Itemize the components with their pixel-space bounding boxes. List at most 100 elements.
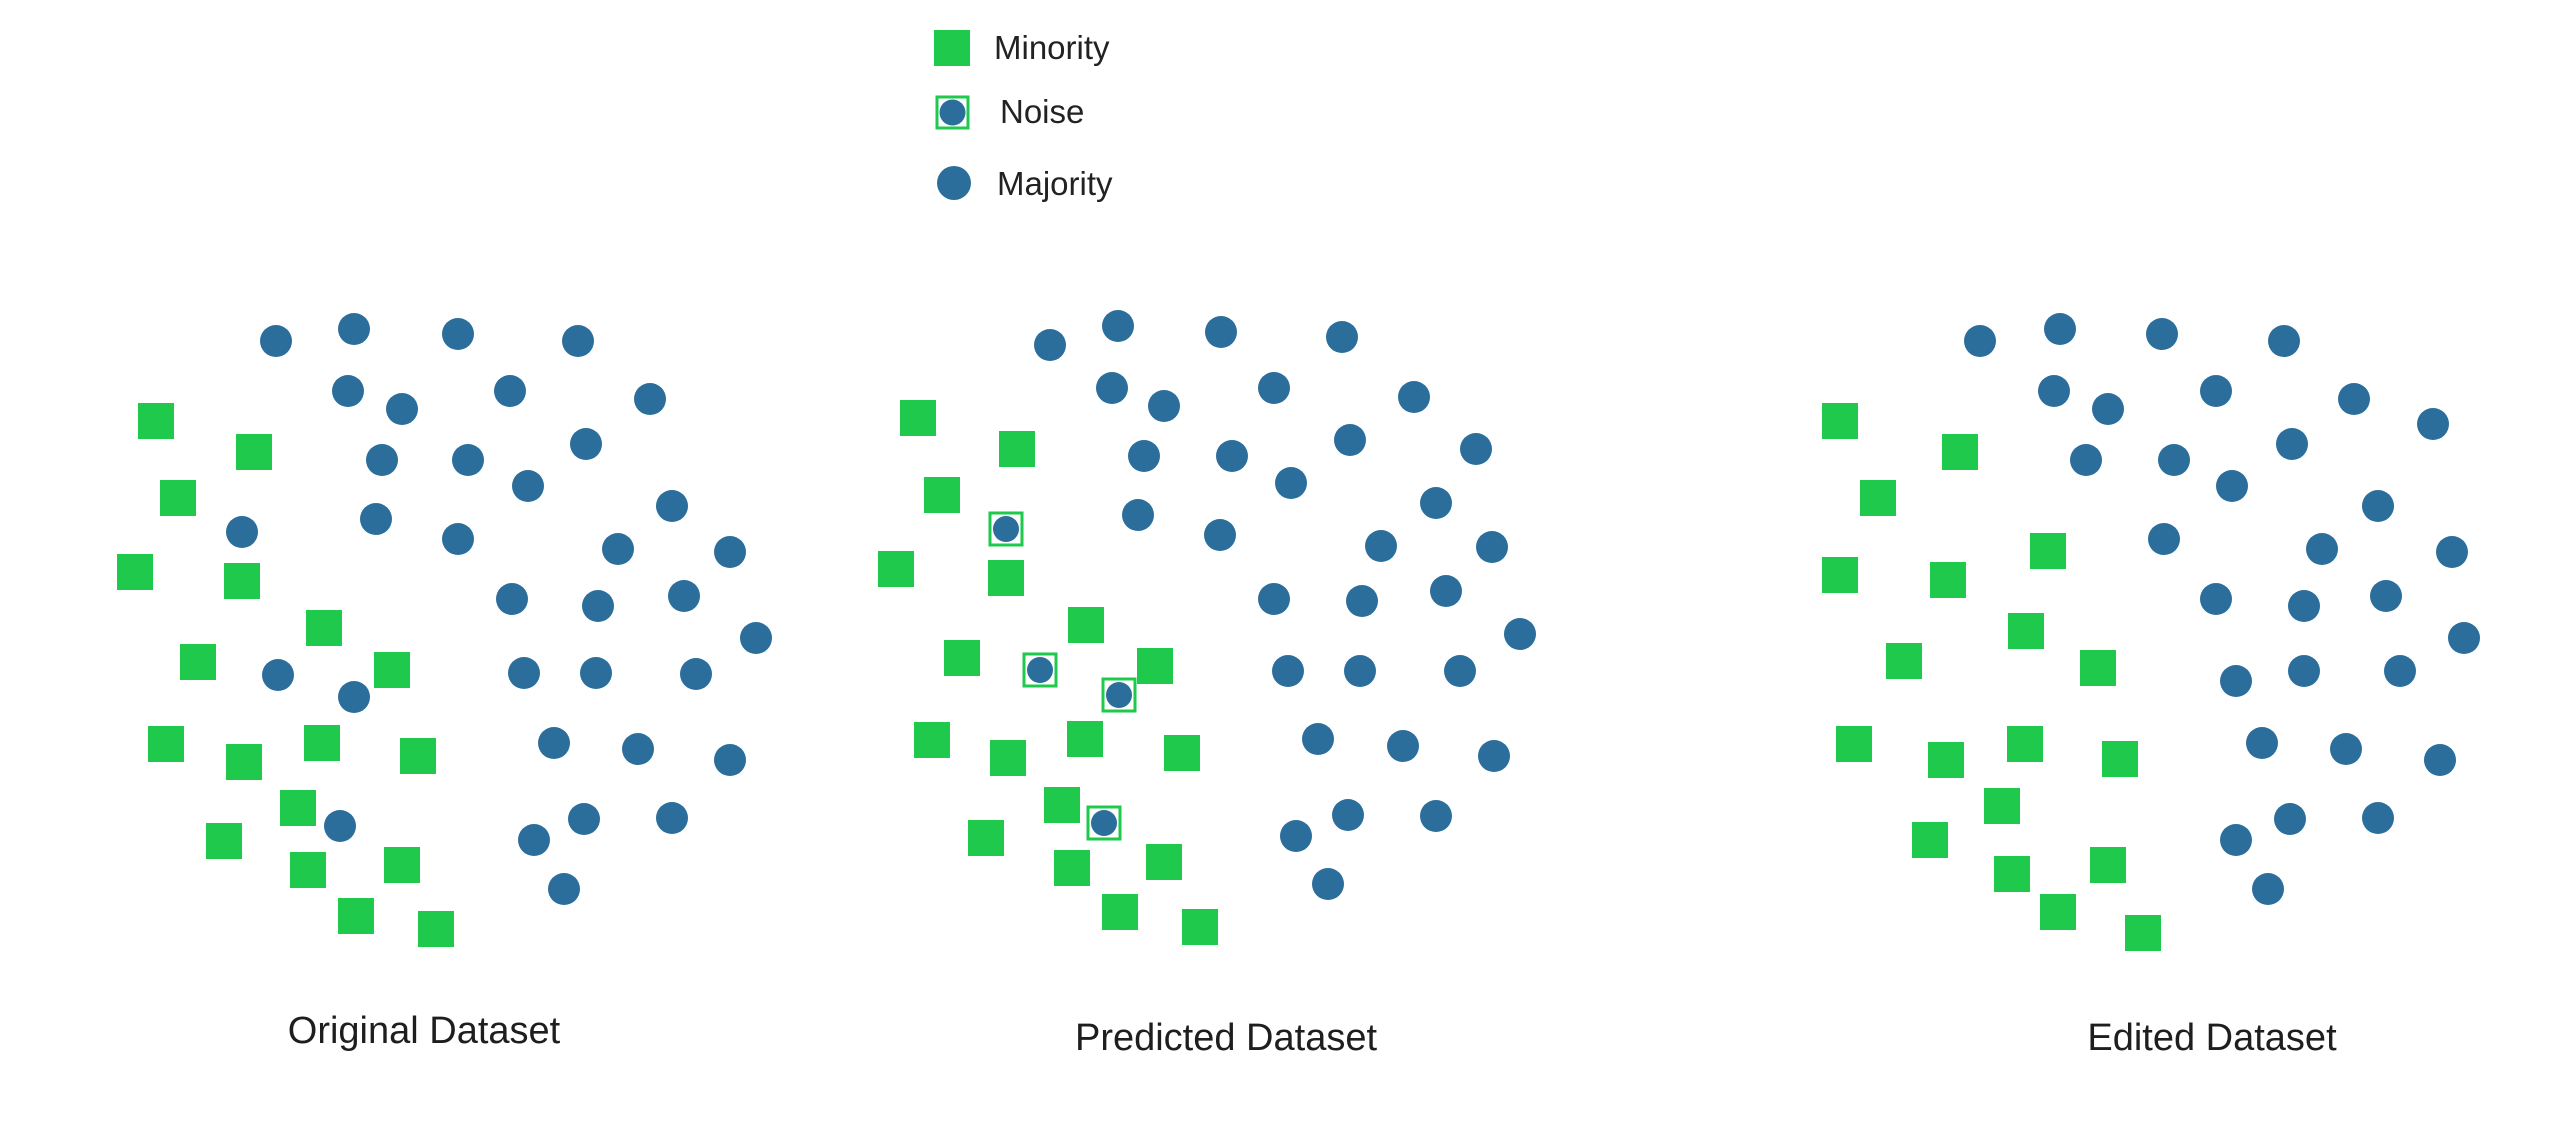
majority-point bbox=[714, 744, 746, 776]
majority-point bbox=[1476, 531, 1508, 563]
minority-point bbox=[160, 480, 196, 516]
majority-point bbox=[2330, 733, 2362, 765]
minority-point bbox=[968, 820, 1004, 856]
majority-point bbox=[262, 659, 294, 691]
majority-point bbox=[2448, 622, 2480, 654]
majority-point bbox=[1280, 820, 1312, 852]
minority-point bbox=[338, 898, 374, 934]
minority-point bbox=[1886, 643, 1922, 679]
majority-point bbox=[442, 523, 474, 555]
majority-point bbox=[580, 657, 612, 689]
majority-point bbox=[740, 622, 772, 654]
minority-point bbox=[924, 477, 960, 513]
majority-point bbox=[1420, 487, 1452, 519]
minority-point bbox=[418, 911, 454, 947]
legend-minority-label: Minority bbox=[994, 29, 1110, 66]
minority-point bbox=[2008, 613, 2044, 649]
minority-point bbox=[306, 610, 342, 646]
minority-point bbox=[990, 740, 1026, 776]
majority-point bbox=[1312, 868, 1344, 900]
minority-point bbox=[290, 852, 326, 888]
noise-point bbox=[1101, 677, 1137, 713]
majority-point bbox=[2306, 533, 2338, 565]
majority-point bbox=[324, 810, 356, 842]
minority-point bbox=[1164, 735, 1200, 771]
majority-point bbox=[1460, 433, 1492, 465]
majority-point bbox=[1504, 618, 1536, 650]
minority-point bbox=[2102, 741, 2138, 777]
caption-predicted-dataset: Predicted Dataset bbox=[1075, 1017, 1377, 1059]
majority-point bbox=[2288, 590, 2320, 622]
majority-point bbox=[1034, 329, 1066, 361]
legend: Minority Noise Majority bbox=[934, 29, 1113, 202]
majority-point bbox=[518, 824, 550, 856]
majority-point bbox=[2362, 490, 2394, 522]
majority-point bbox=[1096, 372, 1128, 404]
majority-point bbox=[1205, 316, 1237, 348]
minority-point bbox=[1068, 607, 1104, 643]
legend-majority-swatch bbox=[937, 166, 971, 200]
majority-point bbox=[622, 733, 654, 765]
majority-point bbox=[1332, 799, 1364, 831]
minority-point bbox=[2125, 915, 2161, 951]
majority-point bbox=[332, 375, 364, 407]
minority-point bbox=[280, 790, 316, 826]
minority-point bbox=[2090, 847, 2126, 883]
minority-point bbox=[1102, 894, 1138, 930]
majority-point bbox=[2424, 744, 2456, 776]
majority-point bbox=[1275, 467, 1307, 499]
majority-point bbox=[1365, 530, 1397, 562]
minority-point bbox=[400, 738, 436, 774]
noise-point bbox=[988, 511, 1024, 547]
minority-point bbox=[1067, 721, 1103, 757]
majority-point bbox=[2070, 444, 2102, 476]
majority-point bbox=[360, 503, 392, 535]
minority-point bbox=[148, 726, 184, 762]
majority-point bbox=[1258, 372, 1290, 404]
majority-point bbox=[338, 681, 370, 713]
majority-point bbox=[1398, 381, 1430, 413]
minority-point bbox=[1054, 850, 1090, 886]
minority-point bbox=[206, 823, 242, 859]
majority-point bbox=[2146, 318, 2178, 350]
panel-edited-dataset bbox=[1822, 313, 2480, 951]
majority-point bbox=[260, 325, 292, 357]
majority-point bbox=[714, 536, 746, 568]
majority-point bbox=[2200, 583, 2232, 615]
majority-point bbox=[568, 803, 600, 835]
minority-point bbox=[1137, 648, 1173, 684]
majority-point bbox=[2338, 383, 2370, 415]
minority-point bbox=[914, 722, 950, 758]
majority-point bbox=[2274, 803, 2306, 835]
minority-point bbox=[1984, 788, 2020, 824]
panel-original-dataset bbox=[117, 313, 772, 947]
legend-noise-swatch bbox=[935, 95, 970, 130]
majority-point bbox=[582, 590, 614, 622]
majority-point bbox=[1334, 424, 1366, 456]
majority-point bbox=[494, 375, 526, 407]
majority-point bbox=[2268, 325, 2300, 357]
majority-point bbox=[2362, 802, 2394, 834]
majority-point bbox=[2044, 313, 2076, 345]
minority-point bbox=[1994, 856, 2030, 892]
minority-point bbox=[1942, 434, 1978, 470]
majority-point bbox=[2200, 375, 2232, 407]
noise-point bbox=[1086, 805, 1122, 841]
majority-point bbox=[496, 583, 528, 615]
majority-point bbox=[512, 470, 544, 502]
majority-point bbox=[548, 873, 580, 905]
minority-point bbox=[1146, 844, 1182, 880]
minority-point bbox=[999, 431, 1035, 467]
caption-edited-dataset: Edited Dataset bbox=[2087, 1017, 2337, 1059]
majority-point bbox=[386, 393, 418, 425]
majority-point bbox=[2246, 727, 2278, 759]
minority-point bbox=[1822, 403, 1858, 439]
minority-point bbox=[2080, 650, 2116, 686]
majority-point bbox=[1258, 583, 1290, 615]
majority-point bbox=[656, 490, 688, 522]
majority-point bbox=[656, 802, 688, 834]
noise-point bbox=[1022, 652, 1058, 688]
majority-point bbox=[1344, 655, 1376, 687]
majority-point bbox=[538, 727, 570, 759]
